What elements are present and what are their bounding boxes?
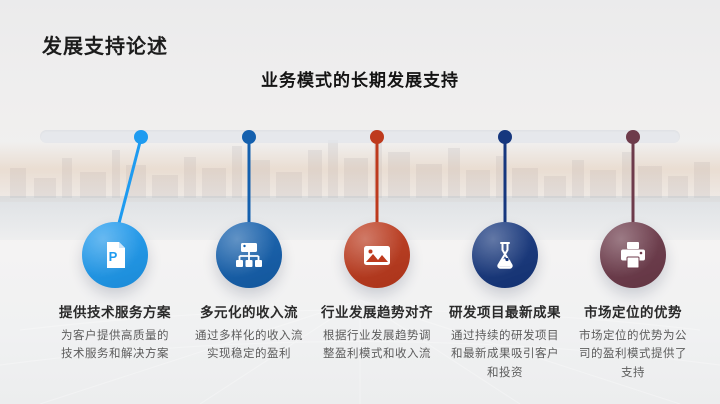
milestone-circle[interactable]	[472, 222, 538, 288]
org-chart-icon	[236, 243, 262, 267]
skyline-warm-band	[0, 142, 720, 202]
image-icon	[364, 246, 390, 265]
milestone-circle[interactable]	[344, 222, 410, 288]
timeline-item: 行业发展趋势对齐 根据行业发展趋势调整盈利模式和收入流	[302, 222, 452, 364]
timeline-item: 多元化的收入流 通过多样化的收入流实现稳定的盈利	[174, 222, 324, 364]
presentation-file-icon: P	[107, 242, 125, 268]
milestone-title: 市场定位的优势	[584, 305, 682, 320]
milestone-title: 提供技术服务方案	[59, 305, 171, 320]
milestone-circle[interactable]	[600, 222, 666, 288]
timeline-item: P 提供技术服务方案 为客户提供高质量的技术服务和解决方案	[40, 222, 190, 364]
milestone-description: 根据行业发展趋势调整盈利模式和收入流	[323, 330, 431, 361]
timeline-item: 市场定位的优势 市场定位的优势为公司的盈利模式提供了支持	[558, 222, 708, 382]
milestone-title: 行业发展趋势对齐	[321, 305, 433, 320]
timeline-bar	[40, 130, 680, 143]
timeline-item: 研发项目最新成果 通过持续的研发项目和最新成果吸引客户和投资	[430, 222, 580, 382]
milestone-title: 研发项目最新成果	[449, 305, 561, 320]
milestone-description: 通过持续的研发项目和最新成果吸引客户和投资	[451, 330, 559, 379]
milestone-title: 多元化的收入流	[200, 305, 298, 320]
connector-stem-1	[116, 141, 142, 228]
flask-icon	[497, 242, 513, 269]
milestone-description: 通过多样化的收入流实现稳定的盈利	[195, 330, 303, 361]
printer-icon	[621, 242, 645, 269]
milestone-circle[interactable]: P	[82, 222, 148, 288]
page-title: 发展支持论述	[42, 36, 168, 58]
milestone-description: 市场定位的优势为公司的盈利模式提供了支持	[579, 330, 687, 379]
milestone-description: 为客户提供高质量的技术服务和解决方案	[61, 330, 169, 361]
svg-text:P: P	[109, 249, 118, 264]
slide-subtitle: 业务模式的长期发展支持	[261, 71, 459, 90]
milestone-circle[interactable]	[216, 222, 282, 288]
